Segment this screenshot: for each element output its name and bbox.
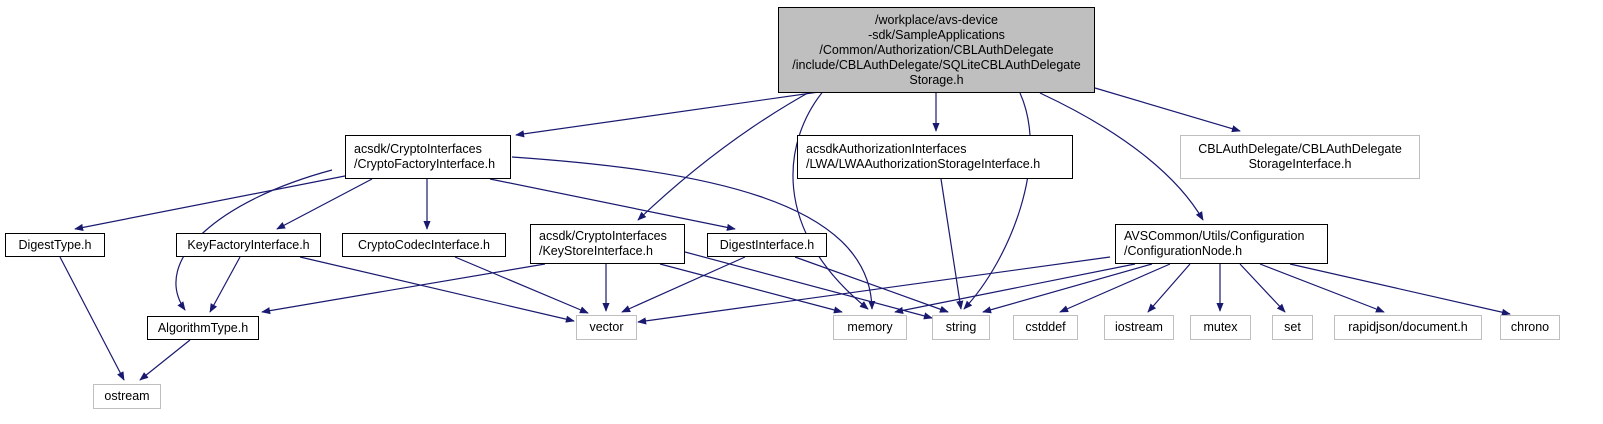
node-iostream: iostream xyxy=(1104,315,1174,340)
node-label-line: AVSCommon/Utils/Configuration xyxy=(1124,229,1305,243)
edge-keystore-to-memory xyxy=(659,263,843,314)
node-label-line: iostream xyxy=(1115,320,1163,334)
node-memory: memory xyxy=(833,315,907,340)
edge-keystore-to-string xyxy=(684,251,933,320)
node-label-line: acsdk/CryptoInterfaces xyxy=(539,229,667,243)
edge-root-to-confignode xyxy=(1039,92,1204,221)
edge-root-to-cblstorage xyxy=(1094,87,1241,133)
edge-root-to-keystore xyxy=(637,88,816,221)
edge-algorithmtype-to-ostream xyxy=(139,339,191,381)
edge-cryptofactory-to-digesttype xyxy=(74,174,351,231)
node-label-line: acsdk/CryptoInterfaces xyxy=(354,142,482,156)
edge-cryptofactory-to-algorithmtype xyxy=(175,169,333,311)
edge-confignode-to-set xyxy=(1239,263,1286,313)
node-label-line: CryptoCodecInterface.h xyxy=(357,237,490,252)
node-label-line: /ConfigurationNode.h xyxy=(1124,244,1243,258)
node-label-line: /Common/Authorization/CBLAuthDelegate xyxy=(819,42,1054,57)
node-cryptocodec[interactable]: CryptoCodecInterface.h xyxy=(342,233,506,257)
edge-confignode-to-cstddef xyxy=(1059,263,1171,313)
node-label-line: /include/CBLAuthDelegate/SQLiteCBLAuthDe… xyxy=(792,57,1081,72)
node-keyfactory[interactable]: KeyFactoryInterface.h xyxy=(176,233,321,257)
edge-confignode-to-memory xyxy=(894,263,1136,314)
edge-cryptofactory-to-keyfactory xyxy=(276,178,373,230)
node-label-line: /KeyStoreInterface.h xyxy=(539,244,653,258)
edge-cryptocodec-to-vector xyxy=(454,256,589,314)
node-confignode[interactable]: AVSCommon/Utils/Configuration/Configurat… xyxy=(1115,224,1328,264)
node-chrono: chrono xyxy=(1500,315,1560,340)
node-label-line: /CryptoFactoryInterface.h xyxy=(354,157,496,171)
node-keystore[interactable]: acsdk/CryptoInterfaces/KeyStoreInterface… xyxy=(530,224,685,264)
node-label-line: set xyxy=(1284,320,1301,334)
node-ostream: ostream xyxy=(93,384,161,409)
node-vector: vector xyxy=(576,315,637,340)
edge-digestinterface-to-string xyxy=(794,256,949,313)
node-label-line: memory xyxy=(847,320,893,334)
edge-keystore-to-algorithmtype xyxy=(261,263,546,315)
node-label-line: vector xyxy=(589,320,624,334)
edge-cryptofactory-to-digestinterface xyxy=(489,178,736,231)
node-label-line: string xyxy=(945,320,977,334)
edge-confignode-to-string xyxy=(982,263,1153,314)
node-label-line: Storage.h xyxy=(909,72,964,87)
node-label-line: AlgorithmType.h xyxy=(157,320,249,335)
edge-digestinterface-to-vector xyxy=(621,256,746,313)
edge-root-to-cryptofactory xyxy=(515,88,841,138)
node-mutex: mutex xyxy=(1190,315,1251,340)
node-lwa[interactable]: acsdkAuthorizationInterfaces/LWA/LWAAuth… xyxy=(797,135,1073,179)
node-label-line: mutex xyxy=(1203,320,1238,334)
node-label-line: chrono xyxy=(1510,320,1550,334)
node-set: set xyxy=(1272,315,1313,340)
edge-root-to-string xyxy=(963,92,1031,310)
node-label-line: rapidjson/document.h xyxy=(1348,320,1468,334)
node-label-line: acsdkAuthorizationInterfaces xyxy=(806,142,967,156)
edge-confignode-to-rapidjson xyxy=(1259,263,1385,313)
node-algorithmtype[interactable]: AlgorithmType.h xyxy=(147,316,259,340)
edge-confignode-to-vector xyxy=(637,256,1111,325)
node-label-line: /LWA/LWAAuthorizationStorageInterface.h xyxy=(806,157,1041,171)
edge-lwa-to-string xyxy=(940,178,964,310)
node-label-line: StorageInterface.h xyxy=(1248,157,1352,171)
node-label-line: DigestInterface.h xyxy=(719,237,815,252)
node-digesttype[interactable]: DigestType.h xyxy=(5,233,105,257)
edge-keyfactory-to-algorithmtype xyxy=(209,256,241,313)
edge-digesttype-to-ostream xyxy=(59,256,125,381)
node-rapidjson: rapidjson/document.h xyxy=(1334,315,1482,340)
node-label-line: CBLAuthDelegate/CBLAuthDelegate xyxy=(1198,142,1402,156)
edge-confignode-to-iostream xyxy=(1147,263,1191,313)
node-label-line: cstddef xyxy=(1025,320,1066,334)
node-label-line: ostream xyxy=(104,389,150,403)
node-cstddef: cstddef xyxy=(1013,315,1078,340)
node-cryptofactory[interactable]: acsdk/CryptoInterfaces/CryptoFactoryInte… xyxy=(345,135,511,179)
node-root[interactable]: /workplace/avs-device-sdk/SampleApplicat… xyxy=(778,7,1095,93)
node-digestinterface[interactable]: DigestInterface.h xyxy=(707,233,827,257)
edge-root-to-memory xyxy=(792,88,869,310)
edge-keyfactory-to-vector xyxy=(299,256,575,323)
node-label-line: /workplace/avs-device xyxy=(875,12,998,27)
node-label-line: KeyFactoryInterface.h xyxy=(187,237,310,252)
node-string: string xyxy=(932,315,990,340)
node-label-line: DigestType.h xyxy=(18,237,92,252)
node-label-line: -sdk/SampleApplications xyxy=(868,27,1005,42)
edge-cryptofactory-to-memory xyxy=(511,156,876,310)
edge-confignode-to-chrono xyxy=(1289,263,1511,316)
